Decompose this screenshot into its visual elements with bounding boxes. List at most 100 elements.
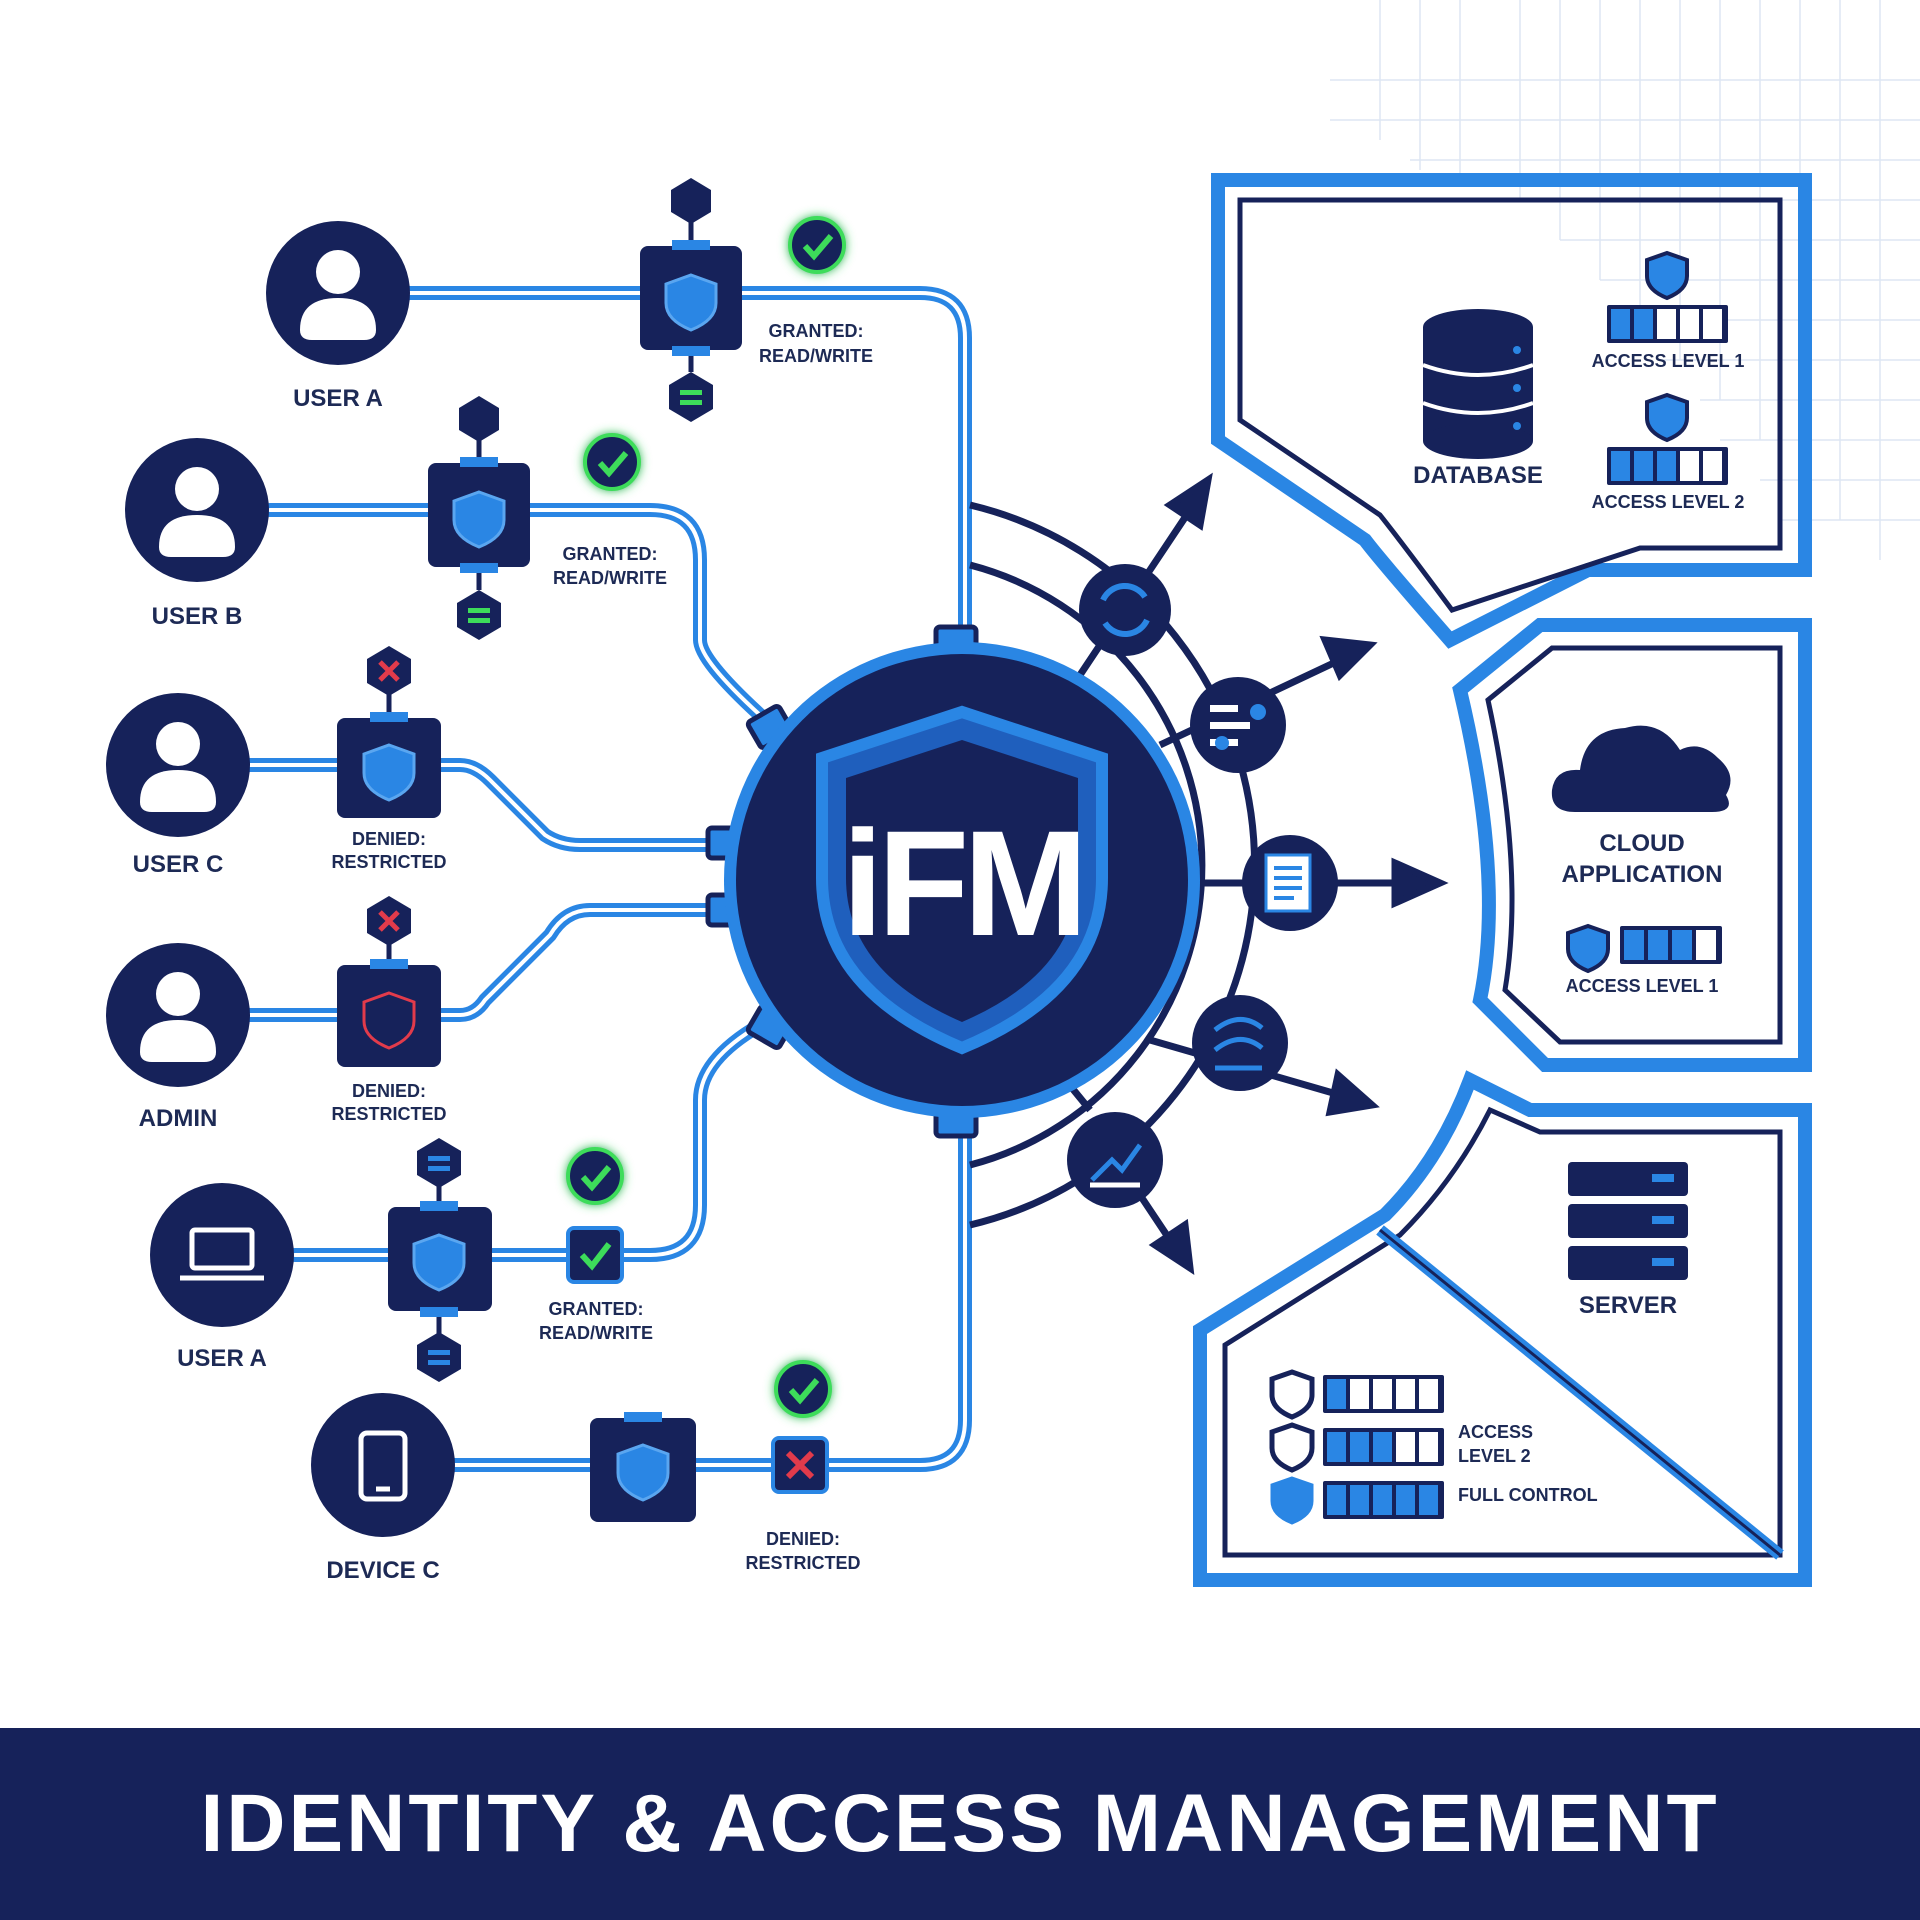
policy-gate[interactable] <box>388 1138 492 1382</box>
access-segment-filled <box>1611 451 1630 481</box>
iam-diagram: iFM USER A GRANTED: READ/WRITE USER B <box>106 0 1920 1587</box>
granted-check-icon <box>774 1360 832 1418</box>
identity-label: USER A <box>293 385 383 412</box>
identity-label: USER B <box>152 603 243 630</box>
access-level-label: ACCESS LEVEL 1 <box>1566 976 1719 996</box>
access-segment-filled <box>1634 309 1653 339</box>
policy-gate[interactable] <box>590 1412 696 1522</box>
access-segment-filled <box>1327 1379 1346 1409</box>
access-level-bar <box>1323 1428 1444 1466</box>
identity-user-a[interactable] <box>266 221 410 365</box>
access-segment-empty <box>1373 1379 1392 1409</box>
footer-title: IDENTITY & ACCESS MANAGEMENT <box>200 1778 1720 1869</box>
hub-node-workflow[interactable] <box>1192 995 1288 1091</box>
resource-label: APPLICATION <box>1562 861 1723 888</box>
access-segment-filled <box>1672 930 1692 960</box>
shield-icon <box>1269 1369 1315 1420</box>
user-icon <box>159 467 235 557</box>
database-icon <box>1422 309 1534 459</box>
resource-label: SERVER <box>1579 1292 1677 1319</box>
decision-label: DENIED: <box>352 1081 426 1101</box>
shield-icon <box>1645 392 1689 443</box>
shield-icon <box>1645 250 1689 301</box>
decision-detail: READ/WRITE <box>539 1323 653 1343</box>
identity-label: ADMIN <box>139 1105 218 1132</box>
hub-node-analytics[interactable] <box>1067 1112 1163 1208</box>
access-segment-filled <box>1611 309 1630 339</box>
resource-panel-outlines <box>1193 173 1812 1587</box>
granted-check-icon <box>566 1226 624 1284</box>
resource-label: DATABASE <box>1413 462 1543 489</box>
access-level-bar <box>1607 447 1728 485</box>
access-segment-filled <box>1419 1485 1438 1515</box>
granted-check-icon <box>788 216 846 274</box>
hub-node-sync[interactable] <box>1079 564 1171 656</box>
policy-gate[interactable] <box>337 646 441 818</box>
access-segment-filled <box>1373 1432 1392 1462</box>
access-segment-filled <box>1624 930 1644 960</box>
document-icon <box>1264 853 1312 913</box>
shield-icon <box>1270 1476 1314 1525</box>
policy-gate[interactable] <box>337 896 441 1067</box>
access-segment-filled <box>1648 930 1668 960</box>
footer-banner <box>0 1728 1920 1920</box>
decision-label: DENIED: <box>352 829 426 849</box>
access-segment-empty <box>1696 930 1716 960</box>
access-level-label: ACCESS LEVEL 1 <box>1592 351 1745 371</box>
identity-device-c[interactable] <box>311 1393 455 1537</box>
shield-icon <box>616 1443 670 1502</box>
connection-lines <box>243 286 972 1472</box>
access-level-bar <box>1323 1481 1444 1519</box>
identity-user-c[interactable] <box>106 693 250 837</box>
laptop-icon <box>180 1227 264 1281</box>
shield-icon <box>1566 923 1610 974</box>
shield-icon <box>1269 1422 1315 1473</box>
access-segment-filled <box>1396 1485 1415 1515</box>
server-icon <box>1568 1162 1688 1280</box>
resource-label: CLOUD <box>1599 830 1684 857</box>
access-segment-empty <box>1680 309 1699 339</box>
access-segment-empty <box>1396 1432 1415 1462</box>
access-segment-filled <box>1327 1432 1346 1462</box>
cloud-icon <box>1551 725 1731 812</box>
sync-icon <box>1100 583 1150 637</box>
identity-admin[interactable] <box>106 943 250 1087</box>
access-level-bar <box>1323 1375 1444 1413</box>
access-level-bar <box>1607 305 1728 343</box>
hub-node-settings[interactable] <box>1190 677 1286 773</box>
identity-label: USER A <box>177 1345 267 1372</box>
decision-detail: RESTRICTED <box>331 852 446 872</box>
user-icon <box>140 972 216 1062</box>
access-segment-empty <box>1657 309 1676 339</box>
resource-cloud-application[interactable]: CLOUD APPLICATION ACCESS LEVEL 1 <box>1551 725 1731 996</box>
settings-list-icon <box>1210 704 1266 750</box>
shield-icon <box>362 743 416 802</box>
shield-icon <box>412 1233 466 1292</box>
access-segment-empty <box>1419 1432 1438 1462</box>
access-level-label: ACCESS <box>1458 1422 1533 1442</box>
full-control-label: FULL CONTROL <box>1458 1485 1598 1505</box>
decision-label: GRANTED: <box>549 1299 644 1319</box>
access-level-label: ACCESS LEVEL 2 <box>1592 492 1745 512</box>
iam-hub[interactable]: iFM <box>705 624 1200 1139</box>
policy-gate[interactable] <box>640 178 742 422</box>
identity-user-b[interactable] <box>125 438 269 582</box>
resource-server[interactable]: SERVER ACCESS LEVEL 2 FULL CONTROL <box>1269 1162 1688 1525</box>
access-segment-filled <box>1350 1485 1369 1515</box>
denied-x-icon <box>771 1436 829 1494</box>
access-segment-filled <box>1657 451 1676 481</box>
decision-label: GRANTED: <box>769 321 864 341</box>
shield-icon <box>452 490 506 549</box>
access-segment-filled <box>1634 451 1653 481</box>
decision-detail: READ/WRITE <box>759 346 873 366</box>
resource-database[interactable]: DATABASE ACCESS LEVEL 1 ACCESS LEVEL 2 <box>1413 250 1745 512</box>
analytics-icon <box>1090 1143 1143 1188</box>
hub-node-document[interactable] <box>1242 835 1338 931</box>
access-segment-filled <box>1350 1432 1369 1462</box>
shield-icon <box>362 991 416 1050</box>
decision-label: GRANTED: <box>563 544 658 564</box>
policy-gate[interactable] <box>428 396 530 640</box>
hub-logo-text: iFM <box>842 799 1082 967</box>
identity-laptop-user-a[interactable] <box>150 1183 294 1327</box>
